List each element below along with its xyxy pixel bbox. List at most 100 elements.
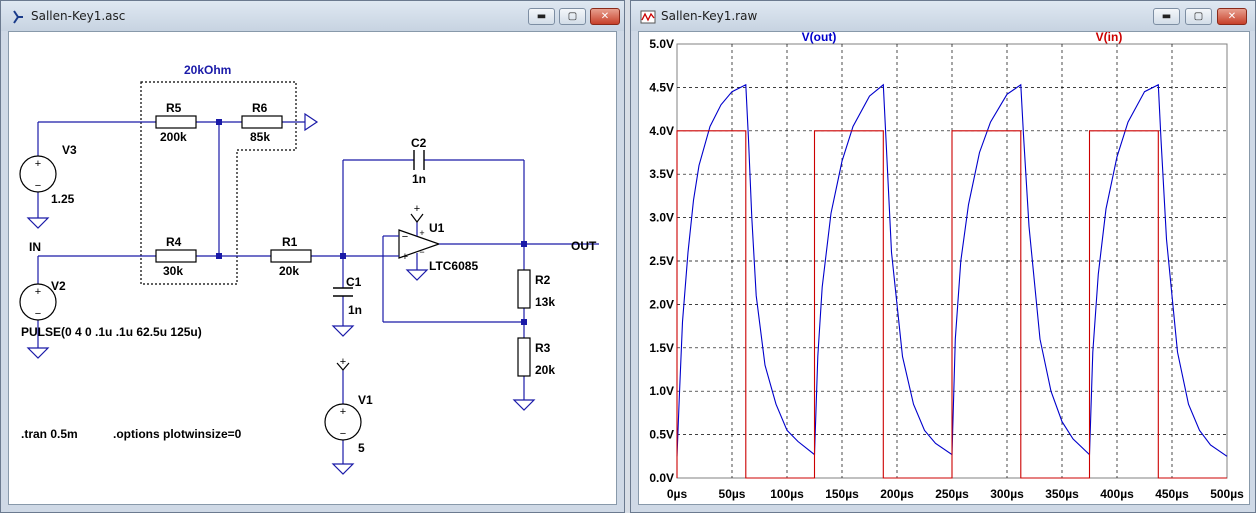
r3-value: 20k xyxy=(535,363,555,377)
r3-resistor[interactable] xyxy=(517,337,531,377)
u1-supply-minus-pin: − xyxy=(419,247,424,257)
c2-value: 1n xyxy=(412,172,426,186)
schematic-diagram[interactable]: + − + − + − + + − + + − 20kOhm V3 1.25 R… xyxy=(9,32,617,505)
group-label: 20kOhm xyxy=(184,63,231,77)
x-tick-label: 50µs xyxy=(719,487,746,501)
v1-name: V1 xyxy=(358,393,373,407)
r3-ground-icon xyxy=(512,399,536,411)
x-tick-label: 100µs xyxy=(770,487,804,501)
y-tick-label: 4.5V xyxy=(649,80,674,94)
group-box xyxy=(140,81,297,285)
junction-dot xyxy=(216,119,222,125)
u1-supply-plus-pin: + xyxy=(419,228,424,238)
v3-plus-sign: + xyxy=(35,158,41,170)
r5-resistor[interactable] xyxy=(155,115,197,129)
waveform-titlebar[interactable]: Sallen-Key1.raw ▬ ▢ ✕ xyxy=(631,1,1255,31)
v1-source[interactable] xyxy=(324,403,362,441)
v2-ground-icon xyxy=(26,347,50,359)
r1-value: 20k xyxy=(279,264,299,278)
junction-dot xyxy=(521,319,527,325)
x-tick-label: 0µs xyxy=(667,487,688,501)
x-tick-label: 150µs xyxy=(825,487,859,501)
x-tick-label: 450µs xyxy=(1155,487,1189,501)
r2-name: R2 xyxy=(535,273,551,287)
waveform-close-button[interactable]: ✕ xyxy=(1217,8,1247,25)
x-tick-label: 350µs xyxy=(1045,487,1079,501)
out-net-label: OUT xyxy=(571,239,597,253)
r6-resistor[interactable] xyxy=(241,115,283,129)
y-tick-label: 4.0V xyxy=(649,124,674,138)
u1-ground-icon xyxy=(405,269,429,281)
series-line-v-out-[interactable] xyxy=(676,83,1228,457)
schematic-close-button[interactable]: ✕ xyxy=(590,8,620,25)
v2-value: PULSE(0 4 0 .1u .1u 62.5u 125u) xyxy=(21,325,202,339)
waveform-minimize-button[interactable]: ▬ xyxy=(1153,8,1180,25)
in-net-label: IN xyxy=(29,240,41,254)
r6-name: R6 xyxy=(252,101,268,115)
r6-output-flag-icon xyxy=(304,112,319,132)
u1-flag-plus: + xyxy=(414,203,420,215)
waveform-window: Sallen-Key1.raw ▬ ▢ ✕ 0µs 50µs 100µs 150µs 2… xyxy=(630,0,1256,513)
v3-ground-icon xyxy=(26,217,50,229)
series-line-v-in-[interactable] xyxy=(676,130,1227,479)
y-tick-label: 3.5V xyxy=(649,167,674,181)
y-tick-label: 2.5V xyxy=(649,254,674,268)
y-tick-label: 1.5V xyxy=(649,341,674,355)
r4-name: R4 xyxy=(166,235,182,249)
schematic-canvas[interactable]: + − + − + − + + − + + − 20kOhm V3 1.25 R… xyxy=(8,31,617,505)
schematic-maximize-button[interactable]: ▢ xyxy=(559,8,586,25)
x-tick-label: 250µs xyxy=(935,487,969,501)
r5-value: 200k xyxy=(160,130,187,144)
waveform-app-icon xyxy=(640,10,656,24)
options-directive[interactable]: .options plotwinsize=0 xyxy=(113,427,242,441)
v1-supply-flag-icon xyxy=(336,362,350,371)
schematic-minimize-button[interactable]: ▬ xyxy=(528,8,555,25)
waveform-window-title: Sallen-Key1.raw xyxy=(661,9,758,23)
legend-trace-label[interactable]: V(in) xyxy=(1096,32,1123,44)
u1-supply-flag-icon xyxy=(410,213,424,223)
waveform-maximize-button[interactable]: ▢ xyxy=(1185,8,1212,25)
v3-minus-sign: − xyxy=(35,180,41,192)
r4-value: 30k xyxy=(163,264,183,278)
y-tick-label: 1.0V xyxy=(649,384,674,398)
v2-name: V2 xyxy=(51,279,66,293)
u1-name: U1 xyxy=(429,221,445,235)
x-tick-label: 500µs xyxy=(1210,487,1244,501)
r2-resistor[interactable] xyxy=(517,269,531,309)
v1-ground-icon xyxy=(331,463,355,475)
r6-value: 85k xyxy=(250,130,270,144)
v1-plus-sign: + xyxy=(340,406,346,418)
schematic-titlebar[interactable]: Sallen-Key1.asc ▬ ▢ ✕ xyxy=(1,1,624,31)
u1-inverting-sign: − xyxy=(402,231,408,243)
c1-ground-icon xyxy=(331,325,355,337)
u1-value: LTC6085 xyxy=(429,259,478,273)
schematic-window-title: Sallen-Key1.asc xyxy=(31,9,126,23)
y-tick-label: 5.0V xyxy=(649,37,674,51)
r1-resistor[interactable] xyxy=(270,249,312,263)
r2-value: 13k xyxy=(535,295,555,309)
v1-flag-plus: + xyxy=(340,356,346,368)
r4-resistor[interactable] xyxy=(155,249,197,263)
schematic-window: Sallen-Key1.asc ▬ ▢ ✕ xyxy=(0,0,625,513)
y-tick-label: 3.0V xyxy=(649,211,674,225)
legend-trace-label[interactable]: V(out) xyxy=(802,32,837,44)
v1-minus-sign: − xyxy=(340,428,346,440)
x-tick-label: 400µs xyxy=(1100,487,1134,501)
v3-name: V3 xyxy=(62,143,77,157)
v3-source[interactable] xyxy=(19,155,57,193)
tran-directive[interactable]: .tran 0.5m xyxy=(21,427,78,441)
v1-value: 5 xyxy=(358,441,365,455)
v3-value: 1.25 xyxy=(51,192,75,206)
c1-name: C1 xyxy=(346,275,362,289)
v2-plus-sign: + xyxy=(35,286,41,298)
r1-name: R1 xyxy=(282,235,298,249)
y-tick-label: 0.5V xyxy=(649,428,674,442)
junction-dot xyxy=(216,253,222,259)
u1-noninverting-sign: + xyxy=(402,251,408,263)
c2-name: C2 xyxy=(411,136,427,150)
v2-source[interactable] xyxy=(19,283,57,321)
x-tick-label: 300µs xyxy=(990,487,1024,501)
y-tick-label: 0.0V xyxy=(649,471,674,485)
